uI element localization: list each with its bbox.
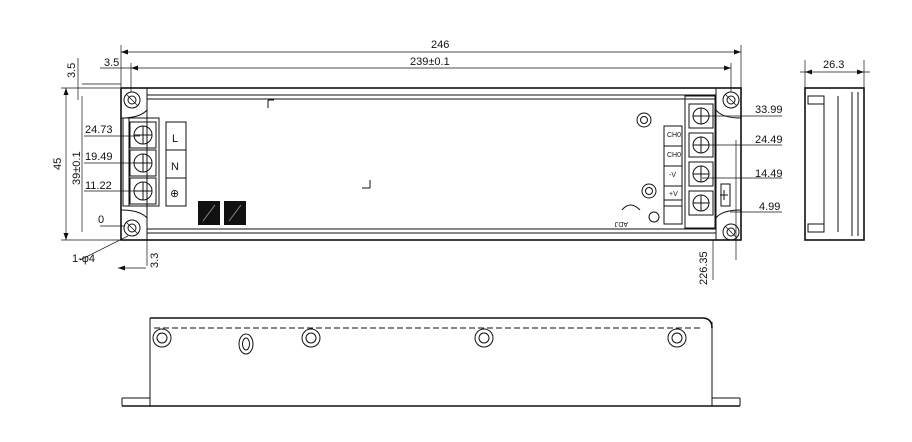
output-dim-2: 24.49 bbox=[755, 134, 783, 146]
bottom-dim-lines bbox=[79, 235, 714, 280]
hole-diameter-label: 1-φ4 bbox=[72, 253, 95, 265]
adj-arrow-icon bbox=[621, 204, 641, 211]
output-dim-3: 14.49 bbox=[755, 168, 783, 180]
screw-icon-4 bbox=[667, 328, 687, 348]
mounting-hole-bl bbox=[123, 219, 141, 237]
edge-offset-label: 3.5 bbox=[104, 57, 119, 69]
mounting-hole-tl bbox=[123, 91, 141, 109]
bottom-right-dim: 226.35 bbox=[698, 251, 710, 285]
edge-offset-vertical-label: 3.5 bbox=[66, 63, 78, 78]
side-view bbox=[800, 60, 870, 241]
output-label-4: +V bbox=[669, 191, 678, 198]
height-label: 45 bbox=[52, 158, 64, 170]
screw-icon-1 bbox=[152, 328, 172, 348]
output-terminal-block bbox=[636, 95, 731, 229]
input-dim-3: 11.22 bbox=[85, 180, 112, 192]
output-label-1: CH0 bbox=[667, 132, 681, 139]
screw-icon-3 bbox=[474, 328, 494, 348]
bottom-left-dim: 3.3 bbox=[149, 253, 161, 268]
terminal-label-ground: ⊕ bbox=[170, 188, 179, 200]
output-dim-4: 4.99 bbox=[759, 201, 780, 213]
hole-spacing-label: 239±0.1 bbox=[410, 56, 450, 68]
adj-label: ADJ bbox=[615, 220, 628, 227]
input-dim-4: 0 bbox=[98, 214, 104, 226]
output-label-3: -V bbox=[669, 172, 676, 179]
input-dim-2: 19.49 bbox=[85, 151, 113, 163]
overall-length-label: 246 bbox=[431, 39, 449, 51]
output-label-2: CH0 bbox=[667, 152, 681, 159]
output-dim-1: 33.99 bbox=[755, 104, 783, 116]
hole-height-label: 39±0.1 bbox=[71, 151, 83, 185]
input-dim-lines bbox=[84, 135, 140, 227]
screw-icon-2 bbox=[301, 328, 321, 348]
mounting-hole-br bbox=[722, 223, 740, 241]
input-terminal-block bbox=[122, 117, 187, 207]
terminal-label-l: L bbox=[172, 133, 178, 145]
mounting-hole-tr bbox=[722, 91, 740, 109]
output-dim-lines bbox=[702, 115, 782, 260]
top-dimension-lines bbox=[77, 45, 742, 100]
side-width-label: 26.3 bbox=[823, 59, 844, 71]
left-height-dims bbox=[61, 87, 120, 241]
front-view bbox=[121, 317, 741, 407]
input-dim-1: 24.73 bbox=[85, 124, 113, 136]
terminal-label-n: N bbox=[171, 161, 179, 173]
top-view-body bbox=[120, 87, 742, 241]
led-hole-icon bbox=[238, 333, 254, 355]
